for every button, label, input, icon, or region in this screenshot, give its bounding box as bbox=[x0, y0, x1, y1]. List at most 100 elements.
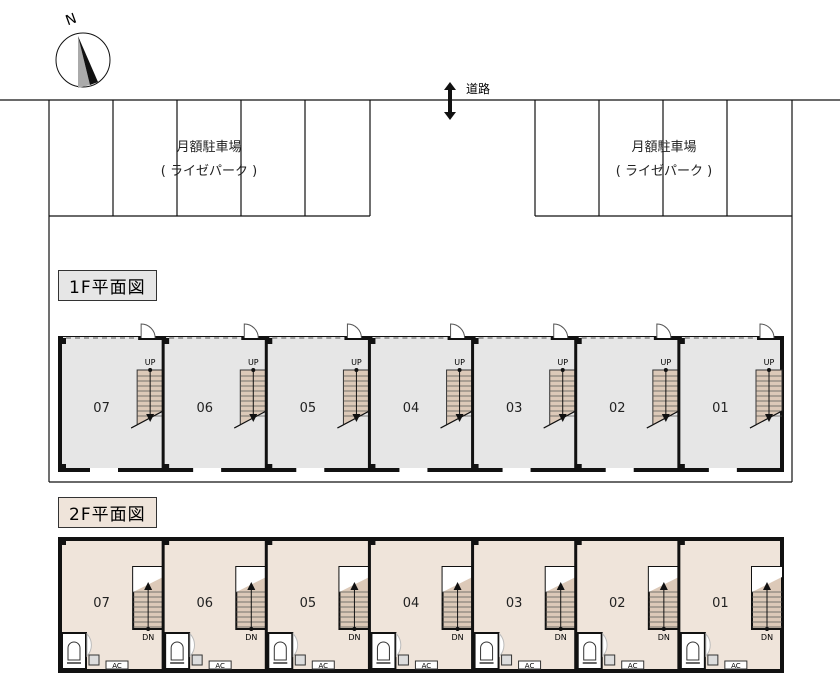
door-swing-icon bbox=[656, 323, 672, 339]
window bbox=[193, 468, 222, 472]
toilet-icon bbox=[170, 641, 184, 661]
floor2-title: 2F平面図 bbox=[58, 497, 157, 528]
ac-unit bbox=[105, 660, 129, 670]
sink-icon bbox=[88, 654, 100, 666]
column bbox=[163, 464, 170, 470]
stair-dn-label: DN bbox=[142, 633, 154, 642]
parking-left-label: 月額駐車場 ( ライゼパーク ) bbox=[139, 136, 279, 184]
compass-needle-light bbox=[78, 36, 90, 88]
unit-number-2f: 01 bbox=[712, 596, 729, 611]
toilet-door-swing-icon bbox=[499, 632, 505, 658]
toilet-icon bbox=[273, 641, 287, 661]
door-swing-icon bbox=[243, 323, 259, 339]
ac-label: AC bbox=[628, 662, 638, 670]
stair-arrow-head-icon bbox=[352, 414, 361, 422]
stair-arrow-head-icon bbox=[350, 582, 359, 590]
ac-label: AC bbox=[215, 662, 225, 670]
stair-arrow-head-icon bbox=[556, 582, 565, 590]
parking-name: 月額駐車場 bbox=[176, 140, 242, 155]
stair-dn-label: DN bbox=[348, 633, 360, 642]
sink-icon bbox=[707, 654, 719, 666]
sink-icon bbox=[501, 654, 513, 666]
stair-up-label: UP bbox=[661, 358, 672, 367]
unit-number-2f: 02 bbox=[609, 596, 626, 611]
column bbox=[60, 338, 66, 344]
stair-cut bbox=[339, 567, 370, 592]
column bbox=[678, 338, 685, 344]
road-arrow-icon bbox=[444, 82, 456, 120]
toilet-icon bbox=[686, 641, 700, 661]
road-label: 道路 bbox=[466, 82, 491, 96]
parking-sub: ( ライゼパーク ) bbox=[160, 164, 258, 179]
stair-cut bbox=[749, 410, 783, 429]
stair-dot bbox=[767, 368, 771, 372]
column bbox=[575, 539, 582, 545]
stair-arrow-head-icon bbox=[249, 414, 258, 422]
ac-unit bbox=[518, 660, 542, 670]
parking-sub: ( ライゼパーク ) bbox=[615, 164, 713, 179]
stair-cut bbox=[545, 567, 576, 592]
parking-right-label: 月額駐車場 ( ライゼパーク ) bbox=[594, 136, 734, 184]
column bbox=[472, 539, 479, 545]
stair-arrow-head-icon bbox=[661, 414, 670, 422]
front-glass bbox=[269, 337, 345, 340]
stair-up-label: UP bbox=[145, 358, 156, 367]
column bbox=[60, 539, 66, 545]
unit-number-1f: 04 bbox=[403, 401, 420, 416]
unit-number-2f: 03 bbox=[506, 596, 523, 611]
column bbox=[369, 338, 376, 344]
stair-cut bbox=[133, 567, 164, 592]
stair-arrow-head-icon bbox=[763, 582, 771, 590]
stair-dot bbox=[558, 627, 563, 631]
stair-up-label: UP bbox=[764, 358, 775, 367]
column bbox=[678, 539, 685, 545]
front-glass bbox=[372, 337, 448, 340]
stair-dn-label: DN bbox=[555, 633, 567, 642]
stair-cut bbox=[442, 567, 473, 592]
column bbox=[60, 464, 66, 470]
column bbox=[266, 338, 273, 344]
stair-cut bbox=[646, 410, 680, 429]
stair-cut bbox=[648, 567, 679, 592]
door-swing-icon bbox=[346, 323, 362, 339]
unit-number-1f: 02 bbox=[609, 401, 626, 416]
unit-number-1f: 03 bbox=[506, 401, 523, 416]
column bbox=[369, 539, 376, 545]
sink-icon bbox=[294, 654, 306, 666]
sink-icon bbox=[397, 654, 409, 666]
front-glass bbox=[578, 337, 654, 340]
stair-dot bbox=[661, 627, 666, 631]
parking-name: 月額駐車場 bbox=[631, 140, 697, 155]
window bbox=[605, 468, 634, 472]
sink-icon bbox=[604, 654, 616, 666]
stair-dot bbox=[148, 368, 153, 372]
unit-number-2f: 04 bbox=[403, 596, 420, 611]
column bbox=[369, 464, 376, 470]
stair-dn-label: DN bbox=[451, 633, 463, 642]
stair-dot bbox=[251, 368, 256, 372]
toilet-door-swing-icon bbox=[705, 632, 711, 658]
toilet-door-swing-icon bbox=[292, 632, 299, 658]
window bbox=[502, 468, 531, 472]
column bbox=[163, 338, 170, 344]
stair-arrow-head-icon bbox=[765, 414, 773, 422]
column bbox=[472, 464, 479, 470]
window bbox=[90, 468, 118, 472]
ac-label: AC bbox=[525, 662, 535, 670]
stair-dot bbox=[455, 627, 460, 631]
stair-dot bbox=[457, 368, 462, 372]
toilet-icon bbox=[480, 641, 494, 661]
door-swing-icon bbox=[140, 323, 156, 339]
stair-arrow-head-icon bbox=[247, 582, 256, 590]
stair-up-label: UP bbox=[351, 358, 362, 367]
stair-arrow-head-icon bbox=[558, 414, 567, 422]
ac-label: AC bbox=[731, 662, 741, 670]
stair-cut bbox=[130, 410, 164, 429]
ac-label: AC bbox=[422, 662, 432, 670]
unit-number-1f: 07 bbox=[93, 401, 110, 416]
ac-unit bbox=[621, 660, 645, 670]
window bbox=[296, 468, 325, 472]
stair-dot bbox=[663, 368, 668, 372]
unit-number-1f: 05 bbox=[300, 401, 317, 416]
